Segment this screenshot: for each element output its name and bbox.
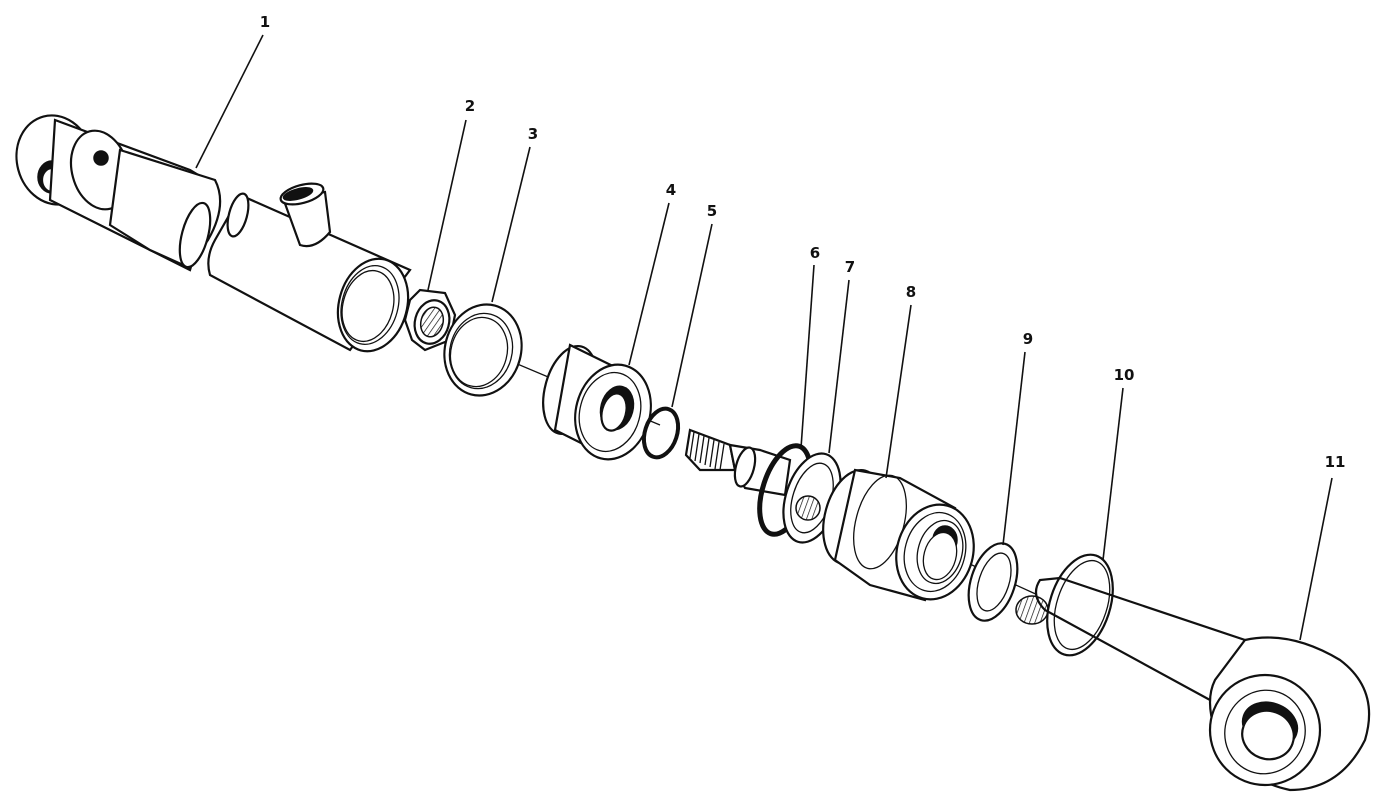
leader-line-11 — [1299, 477, 1333, 641]
part-1-cylinder-barrel — [15, 114, 412, 353]
callout-11: 11 — [1324, 453, 1346, 471]
callout-1: 1 — [259, 13, 271, 31]
leader-line-9 — [1002, 351, 1026, 546]
part-10-retaining-ring — [1046, 553, 1114, 657]
part-4-piston — [542, 343, 652, 461]
part-3-washer — [443, 303, 523, 397]
leader-line-8 — [885, 304, 912, 479]
leader-line-7 — [828, 279, 850, 454]
callout-9: 9 — [1022, 330, 1034, 348]
part-5-o-ring — [641, 406, 681, 460]
callout-7: 7 — [844, 258, 856, 276]
leader-line-4 — [628, 202, 670, 366]
leader-line-5 — [671, 223, 713, 408]
leader-line-1 — [195, 34, 264, 169]
leader-line-2 — [427, 119, 467, 291]
callout-5: 5 — [706, 202, 718, 220]
leader-line-6 — [800, 264, 815, 449]
callout-6: 6 — [809, 244, 821, 262]
part-2-nut — [403, 288, 457, 352]
callout-10: 10 — [1113, 366, 1135, 384]
callout-2: 2 — [464, 97, 476, 115]
callout-4: 4 — [665, 181, 677, 199]
callout-3: 3 — [527, 125, 539, 143]
part-11-piston-rod — [1015, 576, 1371, 792]
leader-line-3 — [491, 146, 531, 303]
leader-lines — [195, 34, 1333, 641]
part-9-seal — [967, 542, 1019, 622]
leader-line-10 — [1102, 387, 1124, 561]
callout-8: 8 — [905, 283, 917, 301]
part-8-gland — [822, 468, 975, 602]
